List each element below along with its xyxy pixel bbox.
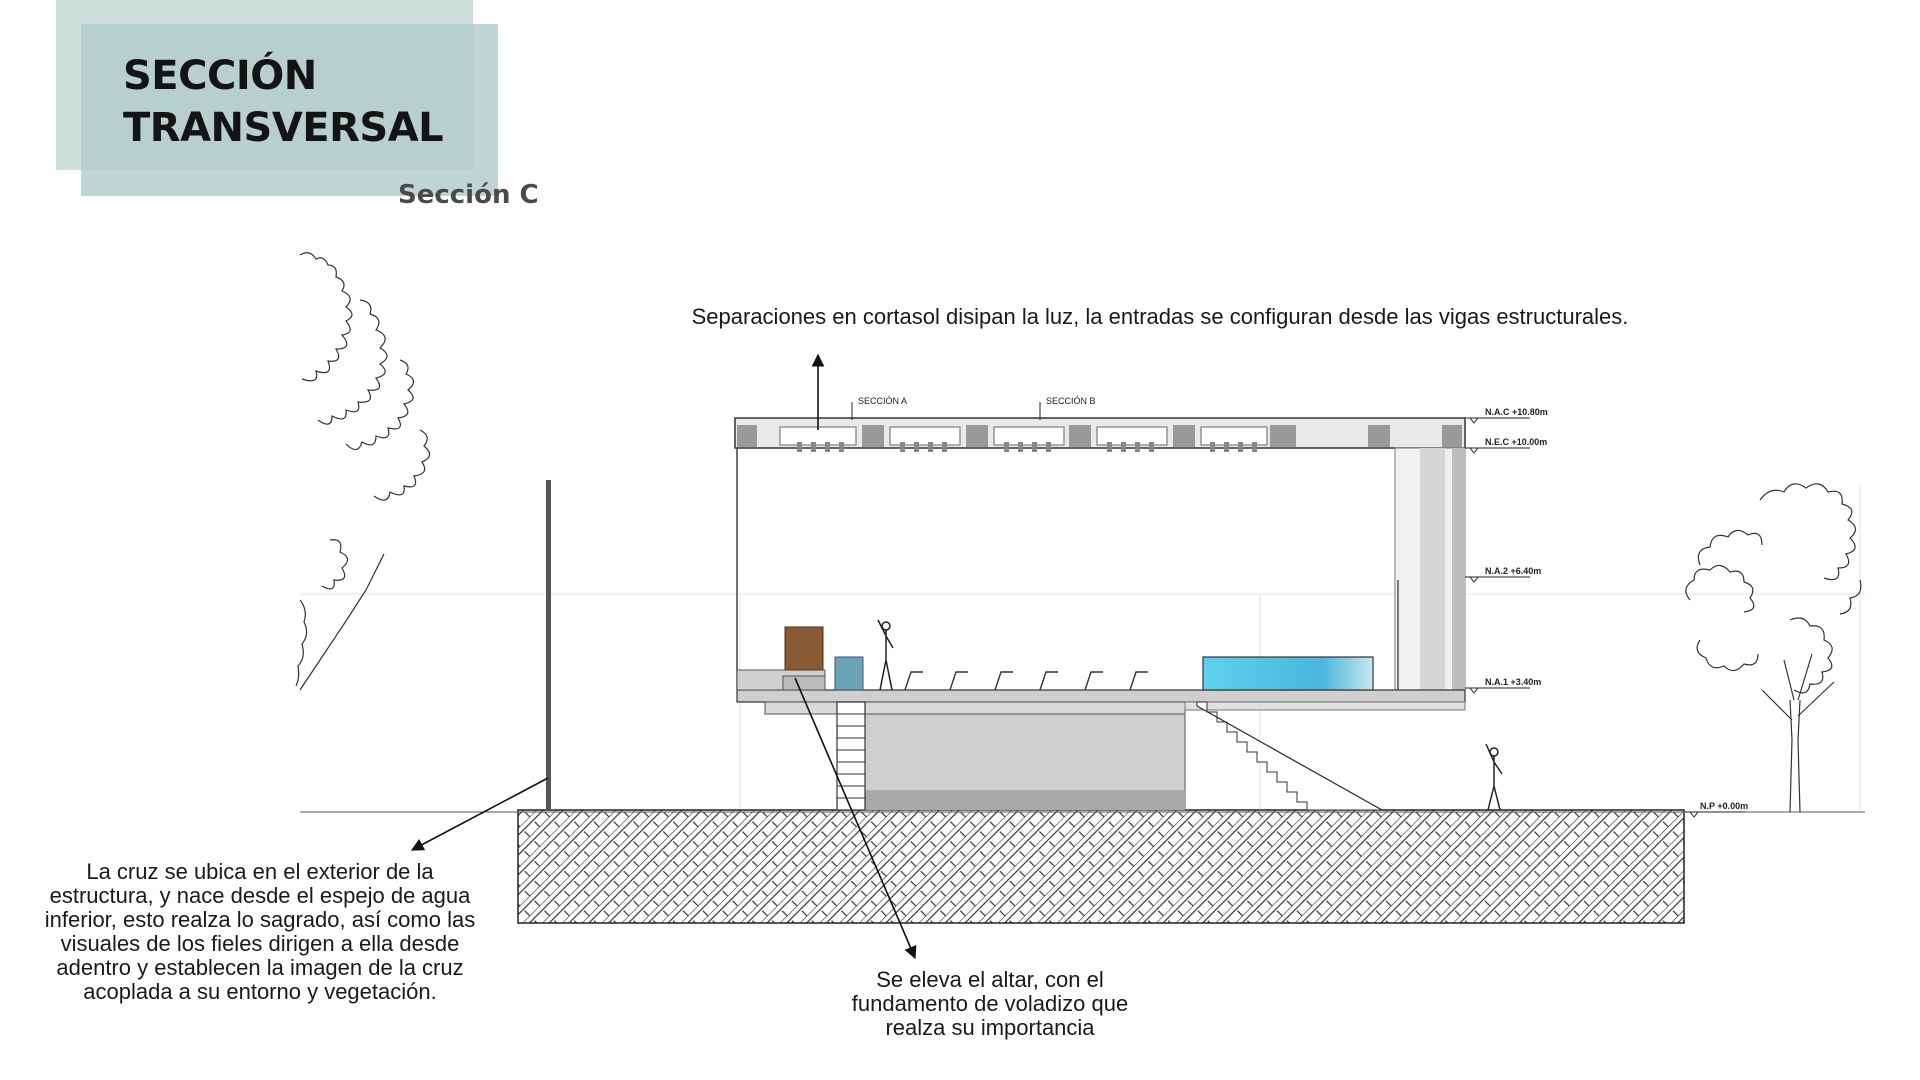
note-cortasol: Separaciones en cortasol disipan la luz,…	[691, 304, 1629, 329]
level-np: N.P +0.00m	[1700, 801, 1748, 811]
arrow-to-altar	[794, 677, 917, 960]
church-building-section	[734, 417, 1503, 811]
page-title: SECCIÓN TRANSVERSAL	[123, 53, 444, 151]
arrow-to-cross	[410, 777, 549, 851]
annotation-arrows	[410, 353, 917, 960]
note-altar: Se eleva el altar, con el fundamento de …	[851, 967, 1129, 1040]
title-background-front	[81, 24, 498, 196]
left-tree-sketch	[295, 252, 431, 691]
level-na2: N.A.2 +6.40m	[1485, 566, 1541, 576]
section-b-mark: SECCIÓN B	[1046, 396, 1096, 406]
human-figure-altar	[877, 619, 894, 691]
note-cross: La cruz se ubica en el exterior de la es…	[44, 859, 476, 1004]
level-markers	[1465, 417, 1745, 818]
altar-block	[784, 626, 824, 671]
water-mirror	[1202, 656, 1374, 691]
level-nec: N.E.C +10.00m	[1485, 437, 1547, 447]
right-tree-sketch	[1685, 483, 1862, 813]
section-markers: SECCIÓN A SECCIÓN B	[851, 396, 1096, 420]
level-na1: N.A.1 +3.40m	[1485, 677, 1541, 687]
ground-hatch	[300, 809, 1865, 924]
human-figure-ground	[1485, 743, 1503, 811]
pews	[904, 671, 1148, 691]
exterior-cross-pole	[546, 480, 551, 810]
section-subtitle: Sección C	[398, 180, 539, 210]
level-nac: N.A.C +10.80m	[1485, 407, 1548, 417]
section-a-mark: SECCIÓN A	[858, 396, 907, 406]
